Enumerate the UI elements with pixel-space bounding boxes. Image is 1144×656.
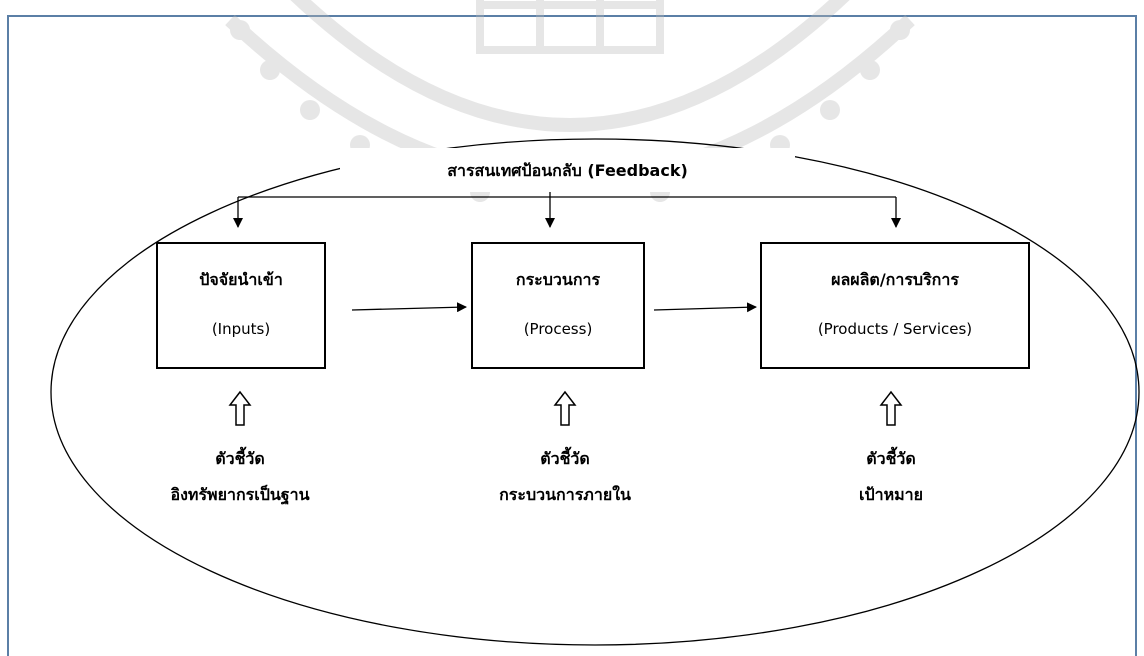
up-arrow-icon xyxy=(228,390,252,426)
stage-subtitle: (Products / Services) xyxy=(817,320,973,338)
indicator-label: ตัวชี้วัด xyxy=(866,449,916,468)
feedback-label: สารสนเทศป้อนกลับ (Feedback) xyxy=(447,161,688,180)
indicator-inputs: ตัวชี้วัด อิงทรัพยากรเป็นฐาน xyxy=(140,441,340,513)
indicator-products: ตัวชี้วัด เป้าหมาย xyxy=(791,441,991,513)
system-ellipse xyxy=(50,138,1140,646)
stage-subtitle: (Process) xyxy=(523,320,593,338)
feedback-label-box: สารสนเทศป้อนกลับ (Feedback) xyxy=(340,148,795,192)
up-arrow-icon xyxy=(553,390,577,426)
indicator-label: ตัวชี้วัด xyxy=(540,449,590,468)
indicator-detail: กระบวนการภายใน xyxy=(499,485,631,504)
stage-title: ปัจจัยนำเข้า xyxy=(199,270,283,289)
page-frame xyxy=(7,15,1137,656)
flow-arrow-inputs-to-process xyxy=(351,302,467,313)
flow-arrow-process-to-products xyxy=(653,302,757,313)
up-arrow-icon xyxy=(879,390,903,426)
indicator-detail: เป้าหมาย xyxy=(858,485,924,504)
stage-box-inputs: ปัจจัยนำเข้า (Inputs) xyxy=(156,242,326,369)
stage-title: กระบวนการ xyxy=(515,270,601,289)
indicator-detail: อิงทรัพยากรเป็นฐาน xyxy=(170,485,310,504)
indicator-process: ตัวชี้วัด กระบวนการภายใน xyxy=(465,441,665,513)
stage-box-process: กระบวนการ (Process) xyxy=(471,242,645,369)
stage-subtitle: (Inputs) xyxy=(211,320,271,338)
indicator-label: ตัวชี้วัด xyxy=(215,449,265,468)
stage-box-products: ผลผลิต/การบริการ (Products / Services) xyxy=(760,242,1030,369)
stage-title: ผลผลิต/การบริการ xyxy=(831,270,959,289)
